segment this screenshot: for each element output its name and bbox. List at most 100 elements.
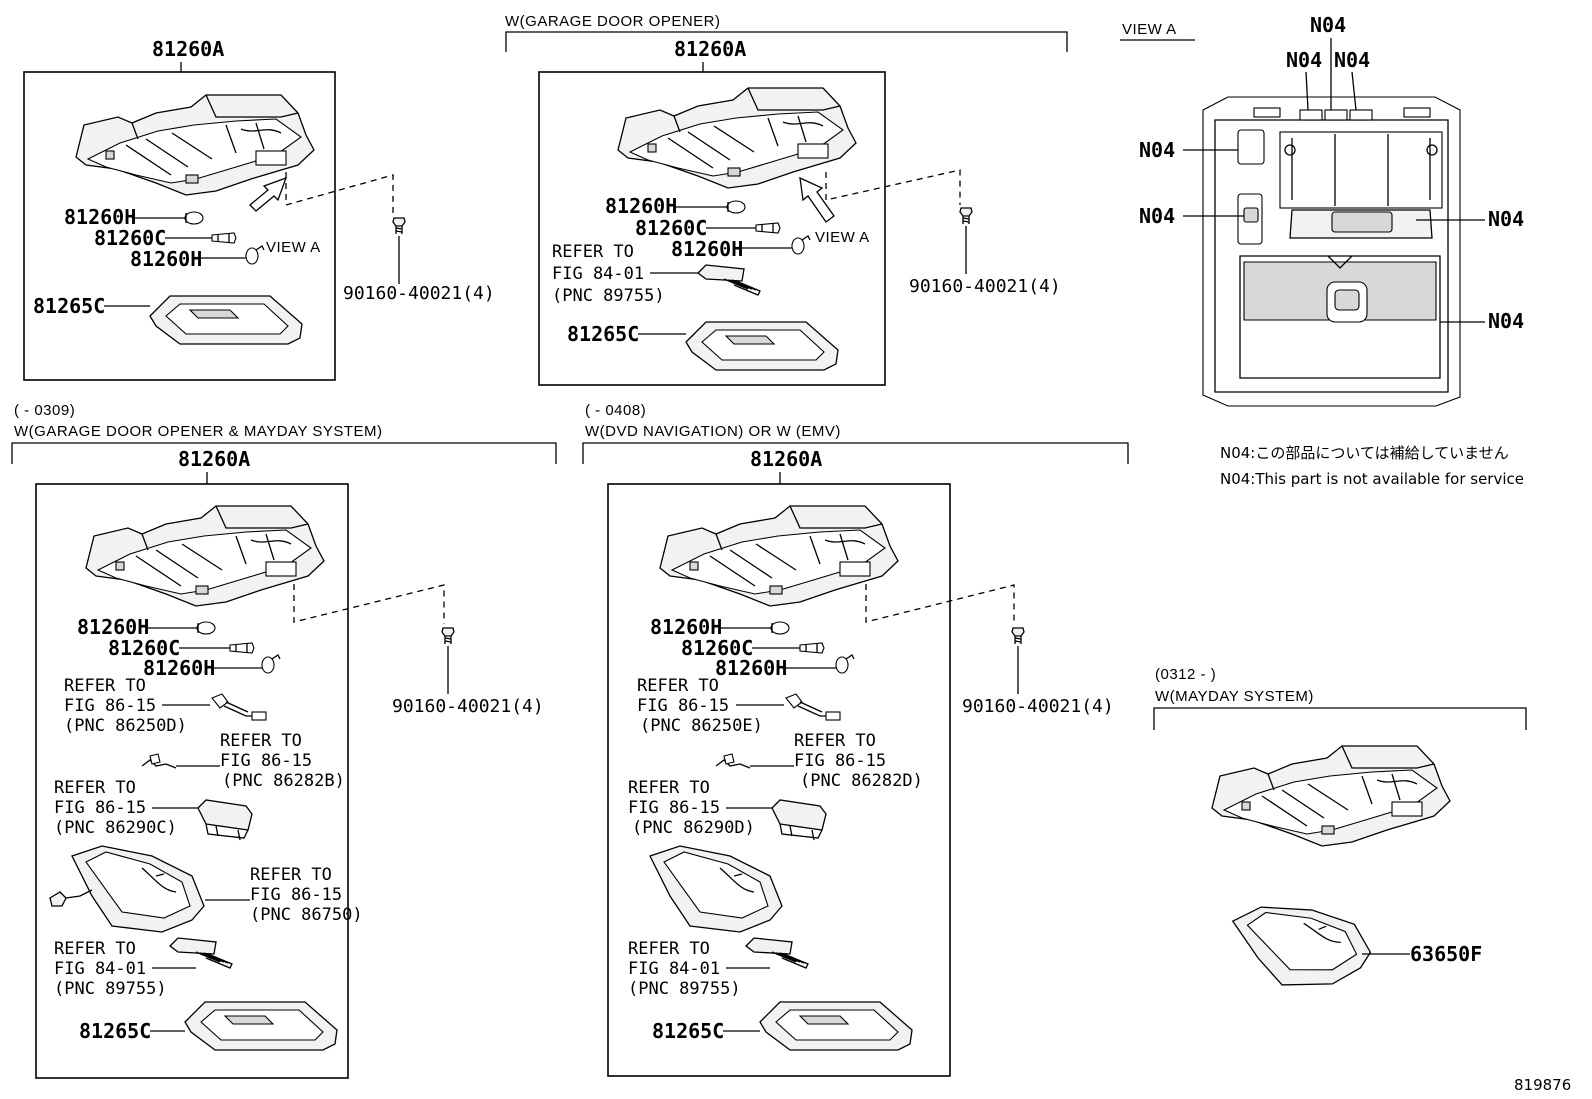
section-standard: 81260A VIEW A 81260H 81260C 81260H 81265… bbox=[23, 37, 495, 381]
tag-n04-topright: N04 bbox=[1334, 48, 1370, 72]
condition-label: W(GARAGE DOOR OPENER & MAYDAY SYSTEM) bbox=[14, 423, 383, 440]
bulb-81260h bbox=[196, 621, 216, 635]
date-range: (0312 - ) bbox=[1155, 666, 1216, 683]
bracket-86290 bbox=[771, 799, 827, 841]
ref5-line-2: FIG 84-01 bbox=[54, 959, 146, 979]
ref4-line-1: REFER TO bbox=[250, 865, 332, 885]
ref5-line-1: REFER TO bbox=[628, 939, 710, 959]
tray-63650f bbox=[1230, 892, 1375, 998]
ref5-line-3: (PNC 89755) bbox=[628, 979, 741, 999]
label-81260h-1: 81260H bbox=[77, 615, 149, 639]
ref2-line-1: REFER TO bbox=[794, 731, 876, 751]
ref2-line-3: (PNC 86282B) bbox=[222, 771, 345, 791]
lens-81265c bbox=[759, 1001, 913, 1051]
figure-id: 819876 bbox=[1514, 1076, 1571, 1094]
section-garage-mayday: ( - 0309) W(GARAGE DOOR OPENER & MAYDAY … bbox=[11, 402, 557, 1079]
part-box bbox=[23, 71, 336, 381]
label-63650f: 63650F bbox=[1410, 942, 1482, 966]
bulb-81260h-small bbox=[245, 245, 265, 265]
overhead-console-housing bbox=[659, 505, 899, 607]
label-81260h-2: 81260H bbox=[130, 247, 202, 271]
ref-line-2: FIG 84-01 bbox=[552, 264, 644, 284]
bulb-81260h bbox=[726, 200, 746, 214]
overhead-console-housing bbox=[1211, 745, 1451, 847]
label-81265c: 81265C bbox=[33, 294, 105, 318]
bulb-81260h bbox=[770, 621, 790, 635]
ref3-line-2: FIG 86-15 bbox=[54, 798, 146, 818]
bulb-81260h-small bbox=[835, 654, 855, 674]
ref5-line-2: FIG 84-01 bbox=[628, 959, 720, 979]
tag-n04-left1: N04 bbox=[1139, 138, 1175, 162]
ref5-line-1: REFER TO bbox=[54, 939, 136, 959]
label-81260h-1: 81260H bbox=[64, 205, 136, 229]
label-81260h-1: 81260H bbox=[605, 194, 677, 218]
screw bbox=[441, 627, 455, 645]
ref4-line-2: FIG 86-15 bbox=[250, 885, 342, 905]
ref1-line-3: (PNC 86250D) bbox=[64, 716, 187, 736]
clip-86282 bbox=[141, 753, 177, 769]
ref3-line-1: REFER TO bbox=[54, 778, 136, 798]
label-screw: 90160-40021(4) bbox=[909, 276, 1061, 297]
bulb-81260h bbox=[184, 211, 204, 225]
section-view-a: VIEW A N04 N04 N04 N04 N04 N04 bbox=[1120, 13, 1524, 488]
ref3-line-1: REFER TO bbox=[628, 778, 710, 798]
overhead-console-housing bbox=[85, 505, 325, 607]
label-81260c: 81260C bbox=[681, 636, 753, 660]
date-range: ( - 0408) bbox=[585, 402, 646, 419]
part-box bbox=[607, 483, 951, 1077]
lens-81265c bbox=[685, 321, 839, 371]
connector-89755 bbox=[697, 264, 761, 296]
bulb-81260h-small bbox=[791, 235, 811, 255]
label-81265c: 81265C bbox=[567, 322, 639, 346]
microphone-86250 bbox=[785, 693, 841, 721]
ref3-line-2: FIG 86-15 bbox=[628, 798, 720, 818]
condition-label: W(DVD NAVIGATION) OR W (EMV) bbox=[585, 423, 841, 440]
overhead-console-housing bbox=[617, 87, 857, 189]
clip-86282 bbox=[715, 753, 751, 769]
label-81260c: 81260C bbox=[635, 216, 707, 240]
label-81260c: 81260C bbox=[94, 226, 166, 250]
screw bbox=[959, 207, 973, 225]
bulb-81260c bbox=[755, 222, 781, 234]
ref1-line-2: FIG 86-15 bbox=[637, 696, 729, 716]
note-english: N04:This part is not available for servi… bbox=[1220, 470, 1524, 488]
bulb-81260c bbox=[229, 642, 255, 654]
label-81260a: 81260A bbox=[674, 37, 746, 61]
view-a-title: VIEW A bbox=[1122, 21, 1177, 38]
part-box bbox=[538, 71, 886, 386]
label-81260a: 81260A bbox=[152, 37, 224, 61]
tag-n04-topleft: N04 bbox=[1286, 48, 1322, 72]
tag-n04-left2: N04 bbox=[1139, 204, 1175, 228]
tag-n04-right1: N04 bbox=[1488, 207, 1524, 231]
ref5-line-3: (PNC 89755) bbox=[54, 979, 167, 999]
label-81260a: 81260A bbox=[750, 447, 822, 471]
label-81260h-2: 81260H bbox=[715, 656, 787, 680]
connector-89755 bbox=[745, 937, 809, 969]
view-a-label: VIEW A bbox=[815, 229, 870, 246]
ref1-line-1: REFER TO bbox=[64, 676, 146, 696]
ref4-line-3: (PNC 86750) bbox=[250, 905, 363, 925]
condition-label: W(GARAGE DOOR OPENER) bbox=[505, 13, 721, 30]
lens-81265c bbox=[149, 295, 303, 345]
date-range: ( - 0309) bbox=[14, 402, 75, 419]
screw bbox=[392, 217, 406, 235]
label-screw: 90160-40021(4) bbox=[392, 696, 544, 717]
condition-label: W(MAYDAY SYSTEM) bbox=[1155, 688, 1314, 705]
view-a-label: VIEW A bbox=[266, 239, 321, 256]
label-screw: 90160-40021(4) bbox=[962, 696, 1114, 717]
ref2-line-3: (PNC 86282D) bbox=[800, 771, 923, 791]
bulb-81260c bbox=[211, 232, 237, 244]
tray bbox=[649, 845, 783, 933]
label-81260a: 81260A bbox=[178, 447, 250, 471]
ref1-line-3: (PNC 86250E) bbox=[640, 716, 763, 736]
tag-n04-top: N04 bbox=[1310, 13, 1346, 37]
part-box bbox=[35, 483, 349, 1079]
ref1-line-1: REFER TO bbox=[637, 676, 719, 696]
tag-n04-right2: N04 bbox=[1488, 309, 1524, 333]
ref-line-1: REFER TO bbox=[552, 242, 634, 262]
label-screw: 90160-40021(4) bbox=[343, 283, 495, 304]
ref2-line-2: FIG 86-15 bbox=[794, 751, 886, 771]
microphone-86250 bbox=[211, 693, 267, 721]
label-81260h-1: 81260H bbox=[650, 615, 722, 639]
